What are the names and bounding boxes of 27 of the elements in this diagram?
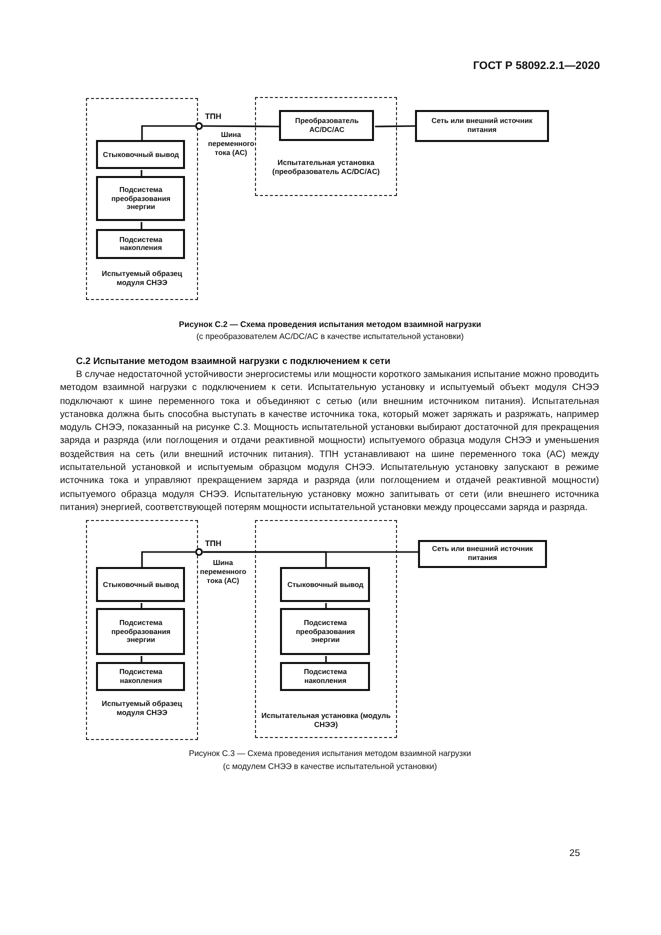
figure-caption: Рисунок С.2 — Схема проведения испытания методом взаимной нагрузки bbox=[178, 320, 482, 330]
connection-point-circle bbox=[195, 122, 203, 130]
connector-line bbox=[140, 656, 142, 663]
dashed-group-frame bbox=[86, 98, 198, 300]
dashed-group-frame bbox=[86, 520, 198, 740]
node-caption: ТПН bbox=[205, 112, 222, 121]
document-header: ГОСТ Р 58092.2.1—2020 bbox=[472, 60, 600, 74]
dashed-group-frame bbox=[255, 97, 397, 196]
connection-point-circle bbox=[195, 548, 203, 556]
node-caption: ТПН bbox=[205, 539, 222, 548]
figure-caption: (с преобразователем AC/DC/AC в качестве испытательной установки) bbox=[195, 332, 465, 342]
connector-line bbox=[203, 551, 327, 568]
connector-line bbox=[140, 222, 142, 230]
figure-caption: Рисунок С.3 — Схема проведения испытания методом взаимной нагрузки bbox=[188, 749, 472, 760]
connector-line bbox=[141, 551, 195, 568]
connector-line bbox=[140, 603, 142, 609]
page-number: 25 bbox=[568, 848, 580, 860]
figure-caption: (с модулем СНЭЭ в качестве испытательной установки) bbox=[222, 762, 438, 772]
section-heading: С.2 Испытание методом взаимной нагрузки с подключением к сети bbox=[76, 355, 392, 367]
connector-line bbox=[203, 125, 280, 128]
connector-line bbox=[140, 170, 142, 177]
connector-line bbox=[141, 125, 195, 141]
connector-line bbox=[325, 656, 327, 663]
dashed-group-frame bbox=[255, 520, 397, 738]
body-paragraph: В случае недостаточной устойчивости энергосистемы или мощности короткого замыкания испытание можно проводить методом взаимной нагрузки с подключением к сети. Испытательную установку и испытуемый объект модуля СНЭЭ подключают к шине переменного тока и объединяют с сетью (или внешним источником питания). Испытательная установка должна быть способна выступать в качестве источника тока, который может заряжать и разряжать, например модуль СНЭЭ, показанный на рисунке С.3. Мощность испытательной установки выбирают достаточной для прекращения заряда и разряда (или поглощения и отдачи реактивной мощности) испытуемого образца модуля СНЭЭ и уменьшения воздействия на сеть (или внешний источник питания). ТПН устанавливают на шине переменного тока (АС) между испытательной установкой и испытуемым образцом модуля СНЭЭ. Испытательную установку запускают в режиме источника тока и управляют прекращением заряда и разряда (или поглощением и отдачей реактивной мощности) испытуемого образца модуля СНЭЭ. Испытательную установку можно запитывать от сети (или внешнего источника питания) энергией, соответствующей потерям мощности испытательной установки между процессами заряда и разряда. bbox=[60, 368, 599, 514]
connector-line bbox=[325, 603, 327, 609]
connector-line bbox=[374, 125, 416, 128]
